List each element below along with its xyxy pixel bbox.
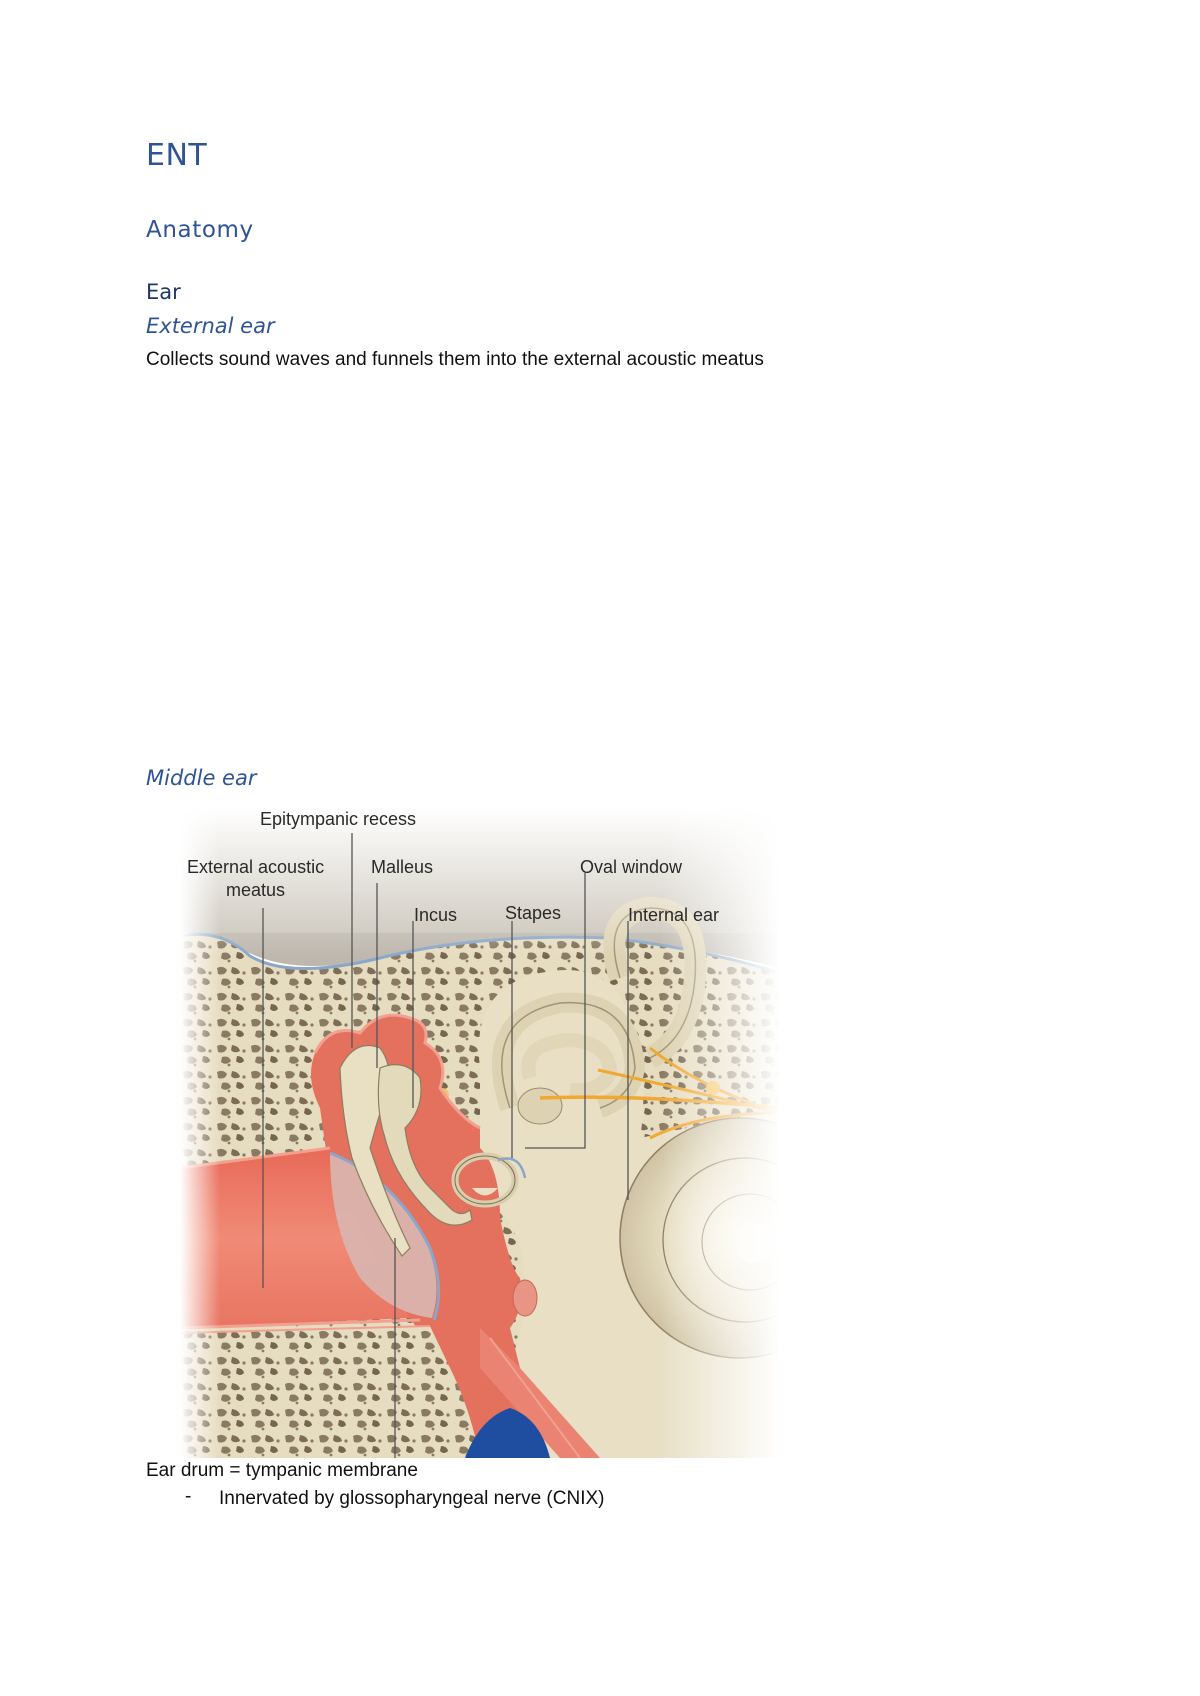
label-external-acoustic-meatus-line2: meatus	[226, 879, 286, 900]
ear-illustration	[180, 808, 780, 1458]
document-title: ENT	[146, 138, 208, 173]
bullet-marker: -	[185, 1486, 192, 1507]
ear-drum-definition: Ear drum = tympanic membrane	[146, 1460, 418, 1481]
label-leader-lines	[262, 833, 629, 1458]
bullet-innervation: Innervated by glossopharyngeal nerve (CN…	[219, 1488, 605, 1509]
subsection-heading-ear: Ear	[146, 280, 181, 304]
middle-ear-anatomy-figure: Epitympanic recess External acoustic mea…	[180, 808, 780, 1458]
label-internal-ear: Internal ear	[628, 905, 720, 925]
external-ear-description: Collects sound waves and funnels them in…	[146, 349, 764, 370]
label-stapes: Stapes	[505, 903, 562, 923]
heading-external-ear: External ear	[146, 314, 275, 338]
label-incus: Incus	[414, 905, 458, 925]
label-epitympanic-recess: Epitympanic recess	[260, 809, 417, 829]
section-heading-anatomy: Anatomy	[146, 217, 254, 243]
label-malleus: Malleus	[371, 857, 434, 877]
label-external-acoustic-meatus-line1: External acoustic	[187, 857, 325, 877]
label-oval-window: Oval window	[580, 857, 683, 877]
heading-middle-ear: Middle ear	[146, 766, 257, 790]
label-external-acoustic-meatus: External acoustic meatus	[187, 856, 324, 901]
